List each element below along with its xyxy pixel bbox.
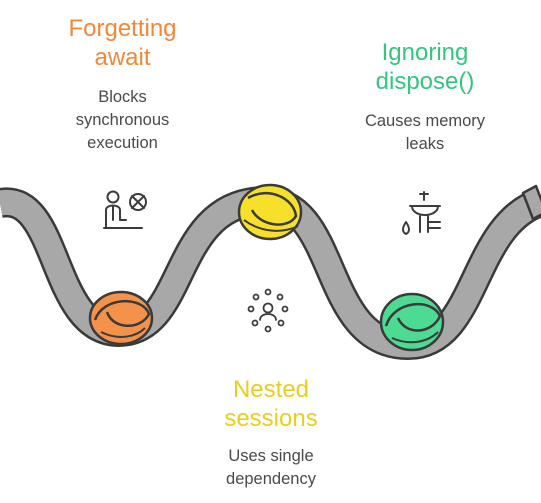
item-description: Blocks synchronous execution <box>40 86 205 155</box>
person-circle-icon <box>247 288 289 333</box>
item-forgetting-await: Forgetting await Blocks synchronous exec… <box>40 14 205 155</box>
title-line: sessions <box>224 405 318 432</box>
title-line: dispose() <box>375 68 475 95</box>
knot-ignoring-dispose <box>379 292 445 352</box>
item-description: Causes memory leaks <box>340 110 510 156</box>
knot-loop <box>247 192 298 226</box>
knot-loop <box>93 300 151 327</box>
item-nested-sessions: Nested sessions Uses single dependency <box>186 375 356 491</box>
title-line: Forgetting <box>68 15 177 42</box>
blocked-person-icon <box>103 190 147 229</box>
item-title: Forgetting await <box>40 14 205 72</box>
item-title: Ignoring dispose() <box>340 38 510 96</box>
item-ignoring-dispose: Ignoring dispose() Causes memory leaks <box>340 38 510 156</box>
title-line: Nested <box>232 376 310 403</box>
hose-end-cap <box>521 184 541 221</box>
desc-line: leaks <box>405 135 445 153</box>
knot-body <box>379 292 445 352</box>
knot-forgetting-await <box>88 290 154 346</box>
leaking-sink-icon <box>402 191 441 235</box>
desc-line: execution <box>87 134 158 152</box>
item-description: Uses single dependency <box>186 445 356 491</box>
item-title: Nested sessions <box>186 375 356 433</box>
title-line: Ignoring <box>381 39 469 66</box>
title-line: await <box>94 44 151 71</box>
knot-body <box>88 290 154 346</box>
desc-line: synchronous <box>75 111 170 129</box>
desc-line: dependency <box>226 470 316 488</box>
knot-loop <box>384 303 442 332</box>
desc-line: Uses single <box>228 447 314 465</box>
desc-line: Causes memory <box>364 112 486 130</box>
knot-nested-sessions <box>237 183 303 241</box>
desc-line: Blocks <box>98 88 147 106</box>
